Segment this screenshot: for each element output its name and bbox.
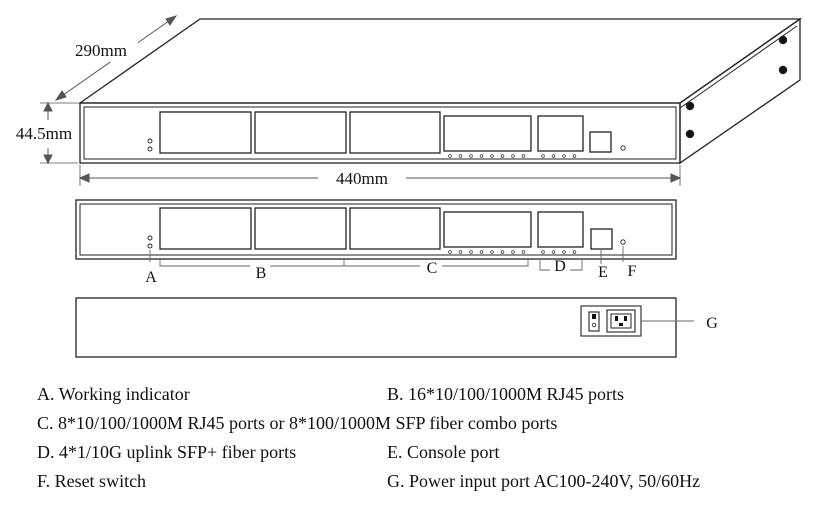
callout-c: C bbox=[427, 260, 438, 277]
power-socket-inner bbox=[610, 313, 632, 329]
port-led-icon bbox=[551, 154, 556, 158]
ear-hole-icon bbox=[685, 129, 695, 139]
chassis-3d-view bbox=[77, 17, 803, 165]
port-led-icon bbox=[458, 154, 463, 158]
ear-hole-icon bbox=[778, 35, 788, 45]
callout-a: A bbox=[145, 269, 157, 286]
arrow-icon bbox=[165, 15, 178, 26]
combo-port-block bbox=[443, 115, 532, 152]
port-led-icon bbox=[572, 250, 577, 254]
port-led-icon bbox=[541, 154, 545, 158]
reset-hole-icon bbox=[620, 239, 626, 245]
sfp-plus-port-block bbox=[537, 115, 584, 152]
power-switch-icon bbox=[588, 311, 600, 332]
depth-label: 290mm bbox=[75, 41, 127, 60]
legend-item-a: A. Working indicator bbox=[37, 384, 190, 404]
port-led-icon bbox=[511, 250, 515, 254]
port-led-icon bbox=[448, 154, 452, 158]
legend-item-e: E. Console port bbox=[387, 442, 500, 462]
port-led-row bbox=[448, 154, 577, 158]
legend-item-f: F. Reset switch bbox=[37, 471, 147, 491]
callout-g: G bbox=[706, 315, 718, 332]
port-led-icon bbox=[448, 250, 452, 254]
rear-panel-view bbox=[75, 297, 677, 358]
rj45-port-block bbox=[159, 207, 252, 250]
callout-f: F bbox=[628, 263, 637, 280]
rj45-port-block bbox=[159, 111, 252, 154]
led-icon bbox=[147, 138, 153, 144]
legend-item-d: D. 4*1/10G uplink SFP+ fiber ports bbox=[37, 442, 297, 462]
power-switch-mark bbox=[591, 322, 597, 328]
working-indicator-icon bbox=[147, 243, 153, 249]
port-led-icon bbox=[479, 250, 484, 254]
legend-item-g: G. Power input port AC100-240V, 50/60Hz bbox=[387, 471, 701, 491]
legend-item-b: B. 16*10/100/1000M RJ45 ports bbox=[387, 384, 625, 404]
port-led-icon bbox=[500, 250, 505, 254]
port-led-icon bbox=[490, 154, 494, 158]
leader-line-d bbox=[539, 260, 550, 271]
port-led-icon bbox=[551, 250, 556, 254]
rear-panel-outline bbox=[75, 297, 677, 358]
leader-line-c bbox=[442, 260, 529, 267]
port-led-icon bbox=[469, 250, 473, 254]
side-edge-line bbox=[679, 25, 798, 109]
port-led-row bbox=[448, 250, 577, 254]
top-face bbox=[77, 18, 803, 104]
socket-pin bbox=[619, 323, 623, 326]
port-led-icon bbox=[521, 250, 526, 254]
sfp-plus-port-block bbox=[537, 211, 584, 248]
callout-b: B bbox=[256, 265, 267, 282]
rj45-port-block bbox=[349, 207, 441, 250]
arrow-icon bbox=[43, 101, 53, 112]
leader-line-d2 bbox=[570, 260, 583, 271]
front-panel-view bbox=[75, 199, 677, 260]
combo-port-block bbox=[443, 211, 532, 248]
port-led-icon bbox=[458, 250, 463, 254]
front-panel-inner bbox=[83, 106, 677, 160]
callout-d: D bbox=[554, 258, 566, 275]
arrow-icon bbox=[54, 90, 67, 101]
port-led-icon bbox=[490, 250, 494, 254]
leader-line-b bbox=[159, 260, 250, 267]
height-label: 44.5mm bbox=[16, 124, 72, 143]
port-led-icon bbox=[511, 154, 515, 158]
ear-hole-icon bbox=[685, 101, 695, 111]
front-panel-inner bbox=[79, 203, 673, 256]
ear-hole-icon bbox=[778, 65, 788, 75]
legend-item-c: C. 8*10/100/1000M RJ45 ports or 8*100/10… bbox=[37, 413, 558, 433]
height-label-bg bbox=[4, 120, 76, 148]
port-led-icon bbox=[541, 250, 545, 254]
front-panel-outline bbox=[75, 199, 677, 260]
width-label: 440mm bbox=[336, 169, 388, 188]
port-led-icon bbox=[572, 154, 577, 158]
rj45-port-block bbox=[254, 111, 347, 154]
socket-pin bbox=[624, 316, 627, 321]
port-led-icon bbox=[500, 154, 505, 158]
right-side-face bbox=[679, 17, 801, 165]
port-led-icon bbox=[562, 154, 566, 158]
arrow-icon bbox=[670, 173, 682, 183]
socket-pin bbox=[615, 316, 618, 321]
port-led-icon bbox=[562, 250, 566, 254]
reset-hole-icon bbox=[620, 145, 626, 151]
working-indicator-icon bbox=[147, 235, 153, 241]
callout-leaders bbox=[149, 246, 624, 271]
arrow-icon bbox=[78, 173, 90, 183]
power-socket-icon bbox=[606, 309, 636, 333]
arrow-icon bbox=[43, 154, 53, 165]
power-switch-rocker bbox=[592, 314, 596, 319]
led-icon bbox=[147, 146, 153, 152]
console-port bbox=[590, 228, 613, 250]
dimension-lines bbox=[40, 15, 682, 186]
port-led-icon bbox=[469, 154, 473, 158]
depth-label-bg bbox=[64, 36, 138, 62]
rj45-port-block bbox=[349, 111, 441, 154]
callout-e: E bbox=[598, 264, 608, 281]
rj45-port-block bbox=[254, 207, 347, 250]
console-port bbox=[589, 131, 612, 153]
port-led-icon bbox=[521, 154, 526, 158]
port-led-icon bbox=[479, 154, 484, 158]
